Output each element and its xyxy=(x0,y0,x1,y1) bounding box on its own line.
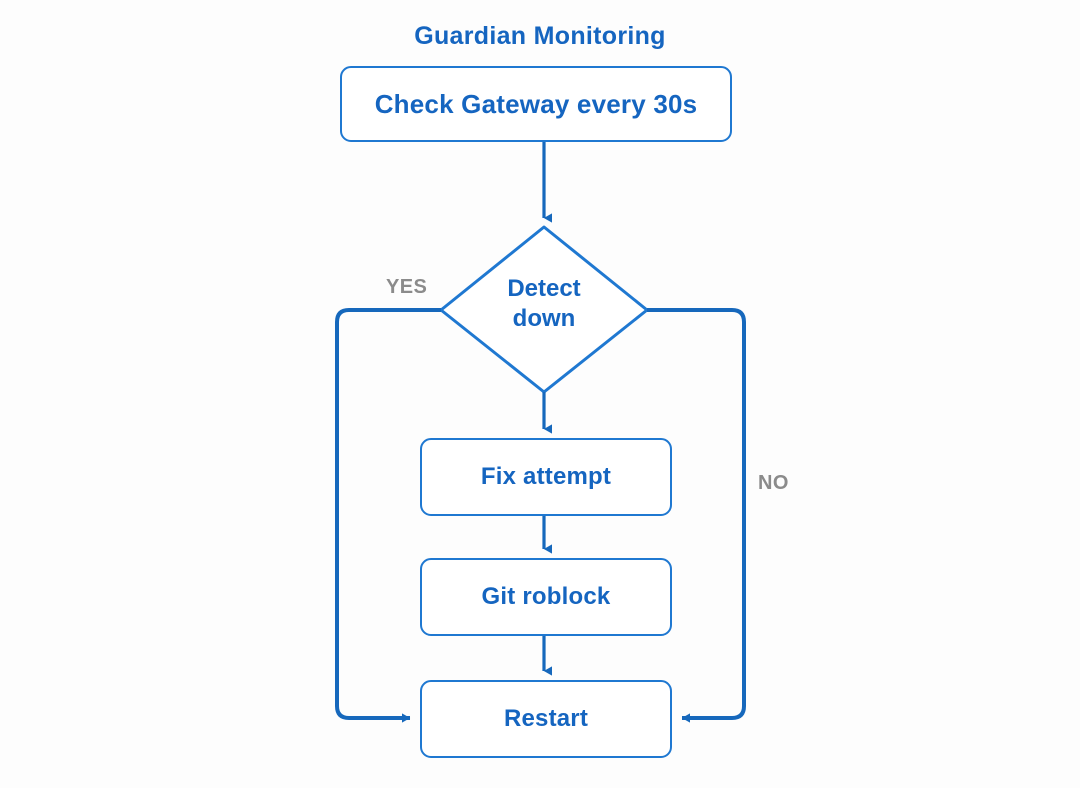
node-git-roblock[interactable]: Git roblock xyxy=(420,558,672,636)
node-check-gateway[interactable]: Check Gateway every 30s xyxy=(340,66,732,142)
node-restart-label: Restart xyxy=(503,705,589,732)
node-restart[interactable]: Restart xyxy=(420,680,672,758)
edge-detect-yes-to-restart xyxy=(335,308,441,723)
decision-diamond-shape xyxy=(439,225,649,394)
node-fix-attempt-label: Fix attempt xyxy=(480,463,612,490)
node-check-gateway-label: Check Gateway every 30s xyxy=(374,88,698,119)
edge-detect-no-to-restart xyxy=(647,308,746,723)
branch-label-yes: YES xyxy=(386,276,428,298)
branch-label-no: NO xyxy=(758,472,789,494)
node-git-roblock-label: Git roblock xyxy=(481,583,611,610)
node-fix-attempt[interactable]: Fix attempt xyxy=(420,438,672,516)
page-title: Guardian Monitoring xyxy=(414,22,666,50)
